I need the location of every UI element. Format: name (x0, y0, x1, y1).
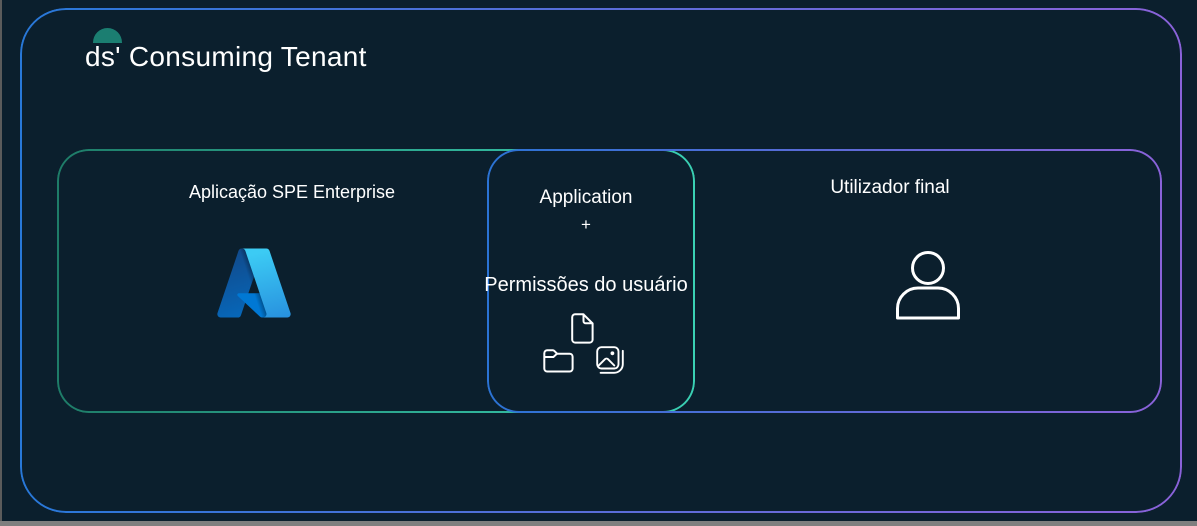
overlap-application-label: Application (539, 187, 633, 208)
overlap-permissions-label: Permissões do usuário (484, 274, 688, 296)
person-icon (895, 250, 961, 320)
tenant-dome-icon (93, 28, 122, 43)
end-user-label: Utilizador final (830, 177, 950, 198)
image-icon (596, 346, 624, 374)
window-edge-bottom (0, 521, 1197, 526)
document-icon (571, 313, 594, 344)
window-edge-left (0, 0, 2, 526)
folder-icon (543, 347, 574, 373)
tenant-title: ds' Consuming Tenant (85, 41, 367, 72)
overlap-plus-label: + (581, 215, 591, 234)
enterprise-app-label: Aplicação SPE Enterprise (188, 182, 396, 202)
azure-logo-icon (214, 243, 294, 323)
